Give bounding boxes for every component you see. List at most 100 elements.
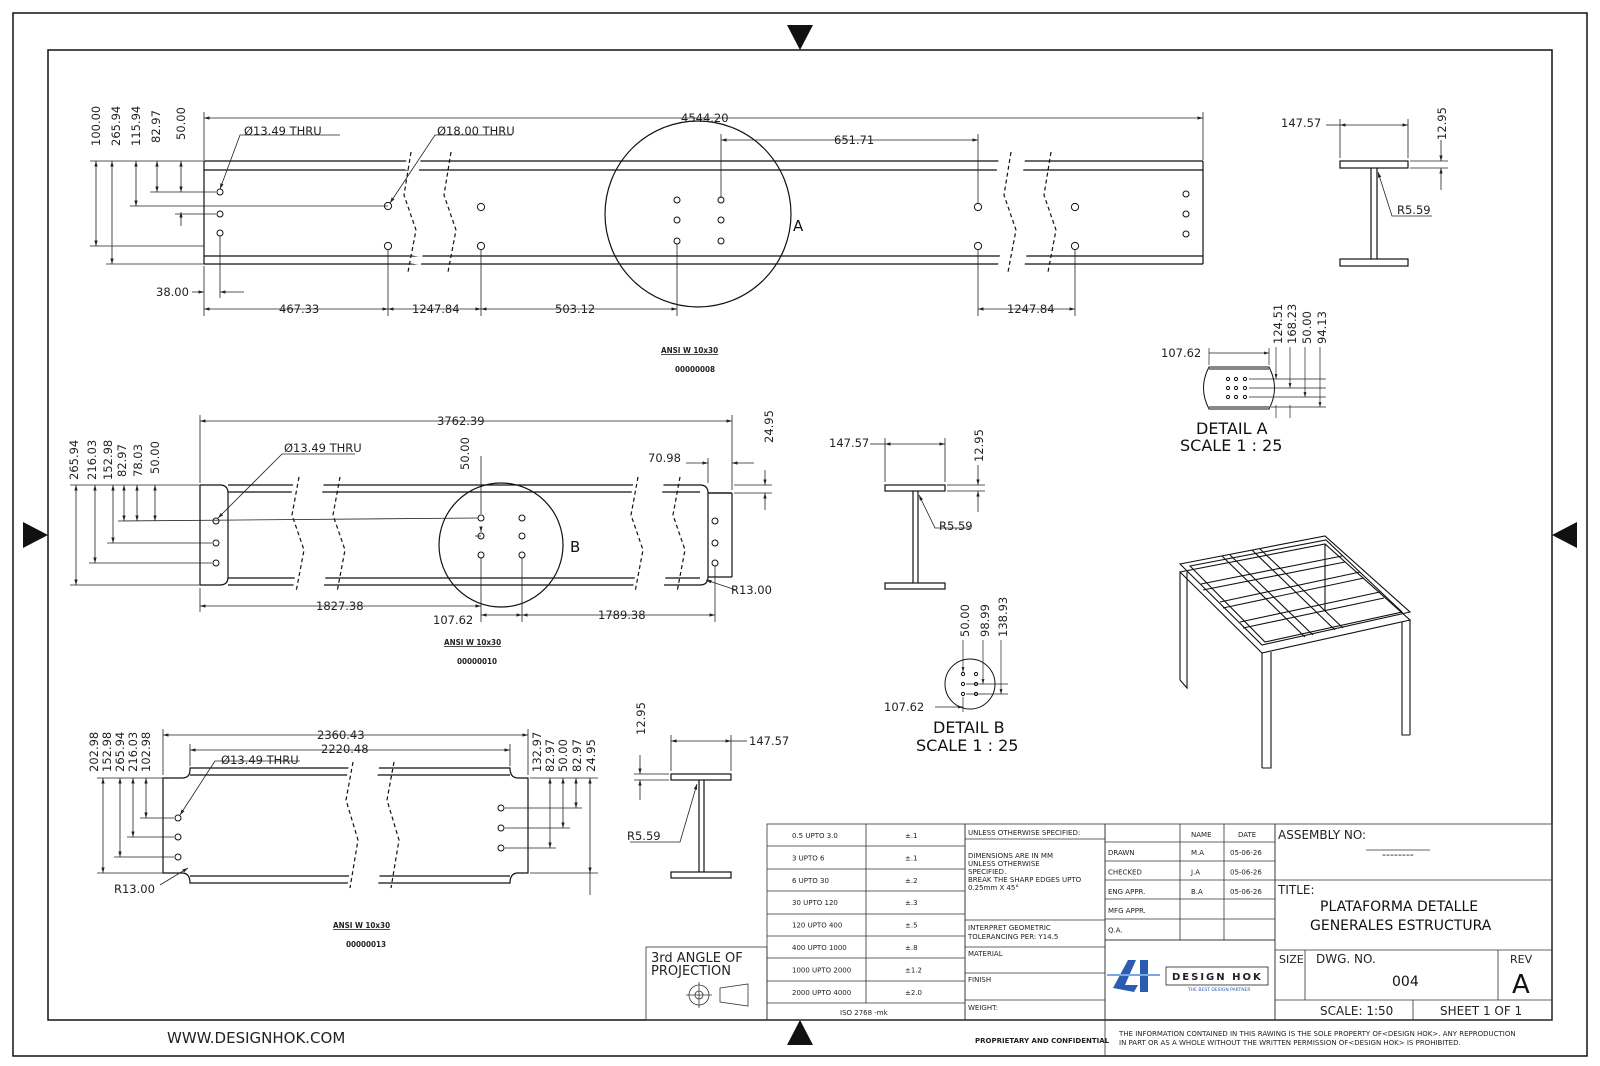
section3-radius: R5.59	[627, 829, 661, 843]
section3-width: 147.57	[749, 734, 789, 748]
signoff-name: M.A	[1191, 849, 1204, 857]
hole-note-1: Ø13.49 THRU	[244, 124, 322, 138]
design-hok-logo: DESIGN HOK THE BEST DESIGN PARTNER	[1107, 960, 1269, 993]
signoff-header-date: DATE	[1238, 831, 1256, 839]
detail-a-dims	[1208, 347, 1326, 418]
dim-38: 38.00	[156, 285, 189, 299]
dim-b3-216: 216.03	[126, 732, 140, 772]
dim-b3-265: 265.94	[113, 732, 127, 772]
callout-a: A	[793, 217, 804, 235]
signoff-name: B.A	[1191, 888, 1203, 896]
dim-2495: 24.95	[762, 410, 776, 443]
hole-note-4: Ø13.49 THRU	[221, 753, 299, 767]
detail-a-c: 50.00	[1300, 311, 1314, 344]
beam2-dim-text: 3762.39 70.98 24.95 1827.38 107.62 1789.…	[67, 410, 776, 666]
tolerance-range: 2000 UPTO 4000	[792, 989, 851, 997]
dim-2220: 2220.48	[321, 742, 369, 756]
signoff-role: MFG APPR.	[1108, 907, 1146, 915]
detail-b-h: 107.62	[884, 700, 924, 714]
hole-note-2: Ø18.00 THRU	[437, 124, 515, 138]
center-mark-left	[23, 522, 48, 548]
detail-b-circle	[438, 482, 564, 608]
tolerance-value: ±2.0	[905, 989, 922, 997]
notes-finish: FINISH	[968, 976, 991, 984]
dim-2360: 2360.43	[317, 728, 365, 742]
tolerance-range: 6 UPTO 30	[792, 877, 829, 885]
title-line-2: GENERALES ESTRUCTURA	[1310, 918, 1492, 934]
website-link[interactable]: WWW.DESIGNHOK.COM	[167, 1029, 345, 1047]
dim-1789: 1789.38	[598, 608, 646, 622]
title-block	[1274, 823, 1553, 1021]
section2-dims	[870, 438, 985, 529]
rev-label: REV	[1510, 953, 1533, 966]
dim-b2-82: 82.97	[115, 444, 129, 477]
detail-a-scale: SCALE 1 : 25	[1180, 436, 1282, 455]
detail-a-view	[1203, 366, 1275, 410]
section2-width: 147.57	[829, 436, 869, 450]
tolerance-range: 1000 UPTO 2000	[792, 966, 851, 974]
beam1-part: 00000008	[675, 365, 715, 374]
dim-b2-50: 50.00	[148, 441, 162, 474]
dim-b3-152: 152.98	[100, 732, 114, 772]
detail-a-h: 107.62	[1161, 346, 1201, 360]
projection-box	[645, 946, 768, 1021]
tolerance-value: ±1.2	[905, 966, 922, 974]
dim-b3-132: 132.97	[530, 732, 544, 772]
notice-line-1: THE INFORMATION CONTAINED IN THIS RAWING…	[1118, 1030, 1516, 1038]
signoff-role: ENG APPR.	[1108, 888, 1145, 896]
tolerance-value: ±.1	[905, 832, 918, 840]
tolerance-range: 3 UPTO 6	[792, 854, 825, 862]
beam-view-2	[199, 472, 733, 608]
dim-1247a: 1247.84	[412, 302, 460, 316]
dim-b3-24: 24.95	[584, 739, 598, 772]
beam-view-3	[162, 757, 529, 893]
dim-b3-102: 102.98	[139, 732, 153, 772]
detail-a-circle	[604, 120, 792, 308]
tolerance-value: ±.1	[905, 854, 918, 862]
dim-b2-152: 152.98	[101, 440, 115, 480]
section1-thk: 12.95	[1435, 107, 1449, 140]
detail-a-title: DETAIL A	[1196, 419, 1268, 438]
notes-line-3: SPECIFIED.	[968, 868, 1006, 876]
detail-a-d: 94.13	[1315, 311, 1329, 344]
section3-thk: 12.95	[634, 702, 648, 735]
dim-v115: 115.94	[129, 106, 143, 146]
dwg-label: DWG. NO.	[1316, 952, 1376, 966]
signoff-header-name: NAME	[1191, 831, 1212, 839]
tolerance-value: ±.8	[905, 944, 918, 952]
projection-line-1: 3rd ANGLE OF	[651, 951, 743, 966]
tolerance-value: ±.5	[905, 922, 918, 930]
center-mark-top	[787, 25, 813, 50]
size-label: SIZE	[1279, 953, 1304, 966]
beam3-dim-text: 2360.43 2220.48 R13.00 Ø13.49 THRU 202.9…	[87, 728, 598, 949]
beam3-part: 00000013	[346, 940, 386, 949]
inner-border	[47, 49, 1553, 1021]
dim-b2-78: 78.03	[131, 444, 145, 477]
tolerance-table	[766, 823, 966, 1021]
isometric-structure-view	[1178, 535, 1412, 769]
section3-dims	[630, 735, 747, 843]
dim-107: 107.62	[433, 613, 473, 627]
signoff-role: Q.A.	[1108, 927, 1123, 935]
section1-dims	[1326, 119, 1448, 217]
tolerance-standard: ISO 2768 -mk	[840, 1009, 889, 1017]
dim-467: 467.33	[279, 302, 319, 316]
assembly-value: --------	[1382, 848, 1414, 861]
signoff-date: 05-06-26	[1230, 888, 1262, 896]
scale-text: SCALE: 1:50	[1320, 1004, 1393, 1018]
signoff-role: DRAWN	[1108, 849, 1135, 857]
dim-3762: 3762.39	[437, 414, 485, 428]
dim-b3-82b: 82.97	[570, 739, 584, 772]
notes-material: MATERIAL	[968, 950, 1003, 958]
beam2-dimensions	[70, 415, 772, 622]
detail-b-dims	[935, 640, 1008, 712]
notes-line-2: UNLESS OTHERWISE	[968, 860, 1040, 868]
assembly-label: ASSEMBLY NO:	[1278, 828, 1366, 842]
beam-view-1	[203, 120, 1204, 308]
beam1-dim-text: 4544.20 651.71 467.33 1247.84 503.12 124…	[89, 106, 1055, 374]
dim-1247b: 1247.84	[1007, 302, 1055, 316]
logo-name: DESIGN HOK	[1172, 972, 1263, 983]
dim-top50: 50.00	[458, 437, 472, 470]
dim-651: 651.71	[834, 133, 874, 147]
callout-b: B	[570, 538, 580, 556]
